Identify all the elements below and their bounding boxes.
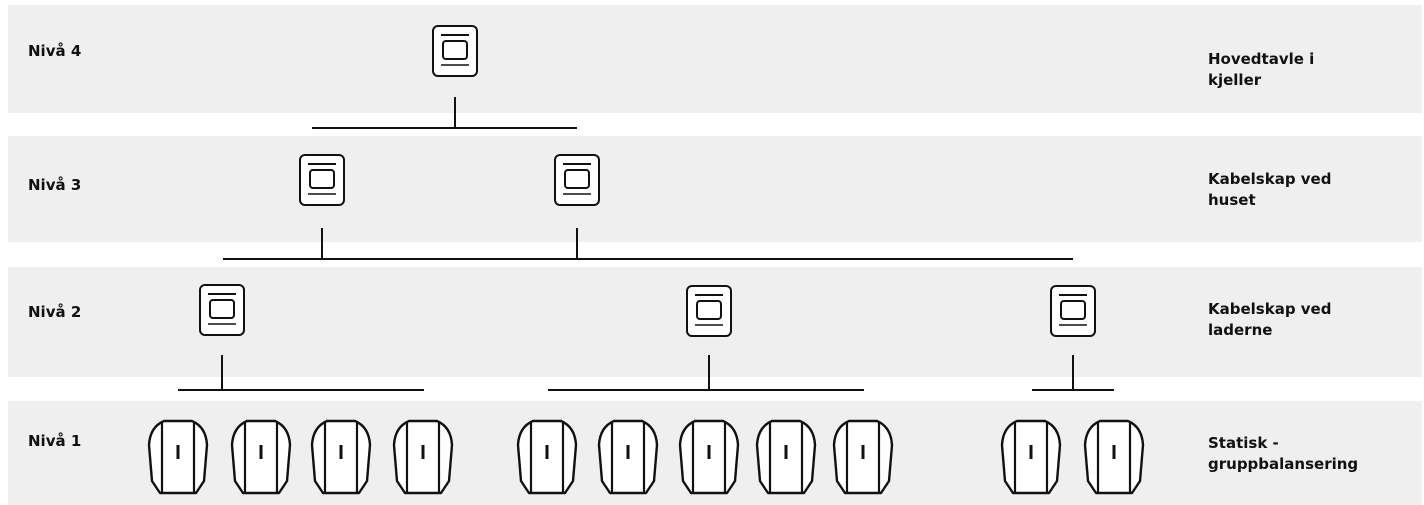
level-4-description-line-1: Hovedtavle i xyxy=(1208,50,1315,68)
level-4-band xyxy=(8,5,1422,113)
charger-cabinet-right-icon xyxy=(1050,285,1096,337)
level-4-description: Hovedtavle i kjeller xyxy=(1208,49,1408,91)
ev-charger-icon xyxy=(755,419,817,495)
level-1-description-line-2: gruppbalansering xyxy=(1208,455,1359,473)
level-1-label: Nivå 1 xyxy=(28,432,82,450)
ev-charger-icon xyxy=(1000,419,1062,495)
level-3-label: Nivå 3 xyxy=(28,176,82,194)
ev-charger-icon xyxy=(832,419,894,495)
charger-cabinet-middle-icon xyxy=(686,285,732,337)
ev-charger-icon xyxy=(516,419,578,495)
level-4-label: Nivå 4 xyxy=(28,42,82,60)
level-3-description-line-1: Kabelskap ved xyxy=(1208,170,1332,188)
level-2-description-line-1: Kabelskap ved xyxy=(1208,300,1332,318)
level-2-description-line-2: laderne xyxy=(1208,321,1273,339)
ev-charger-icon xyxy=(597,419,659,495)
level-3-description-line-2: huset xyxy=(1208,191,1256,209)
level-2-label: Nivå 2 xyxy=(28,303,82,321)
ev-charger-icon xyxy=(310,419,372,495)
level-3-description: Kabelskap ved huset xyxy=(1208,169,1408,211)
level-1-description-line-1: Statisk - xyxy=(1208,434,1279,452)
ev-charger-icon xyxy=(1083,419,1145,495)
level-1-description: Statisk - gruppbalansering xyxy=(1208,433,1408,475)
ev-charger-icon xyxy=(678,419,740,495)
level-2-description: Kabelskap ved laderne xyxy=(1208,299,1408,341)
ev-charger-icon xyxy=(230,419,292,495)
level-4-description-line-2: kjeller xyxy=(1208,71,1262,89)
house-cabinet-right-icon xyxy=(554,154,600,206)
main-panel-cabinet-icon xyxy=(432,25,478,77)
house-cabinet-left-icon xyxy=(299,154,345,206)
ev-charger-icon xyxy=(392,419,454,495)
ev-charger-icon xyxy=(147,419,209,495)
level-3-band xyxy=(8,136,1422,242)
charger-cabinet-left-icon xyxy=(199,284,245,336)
